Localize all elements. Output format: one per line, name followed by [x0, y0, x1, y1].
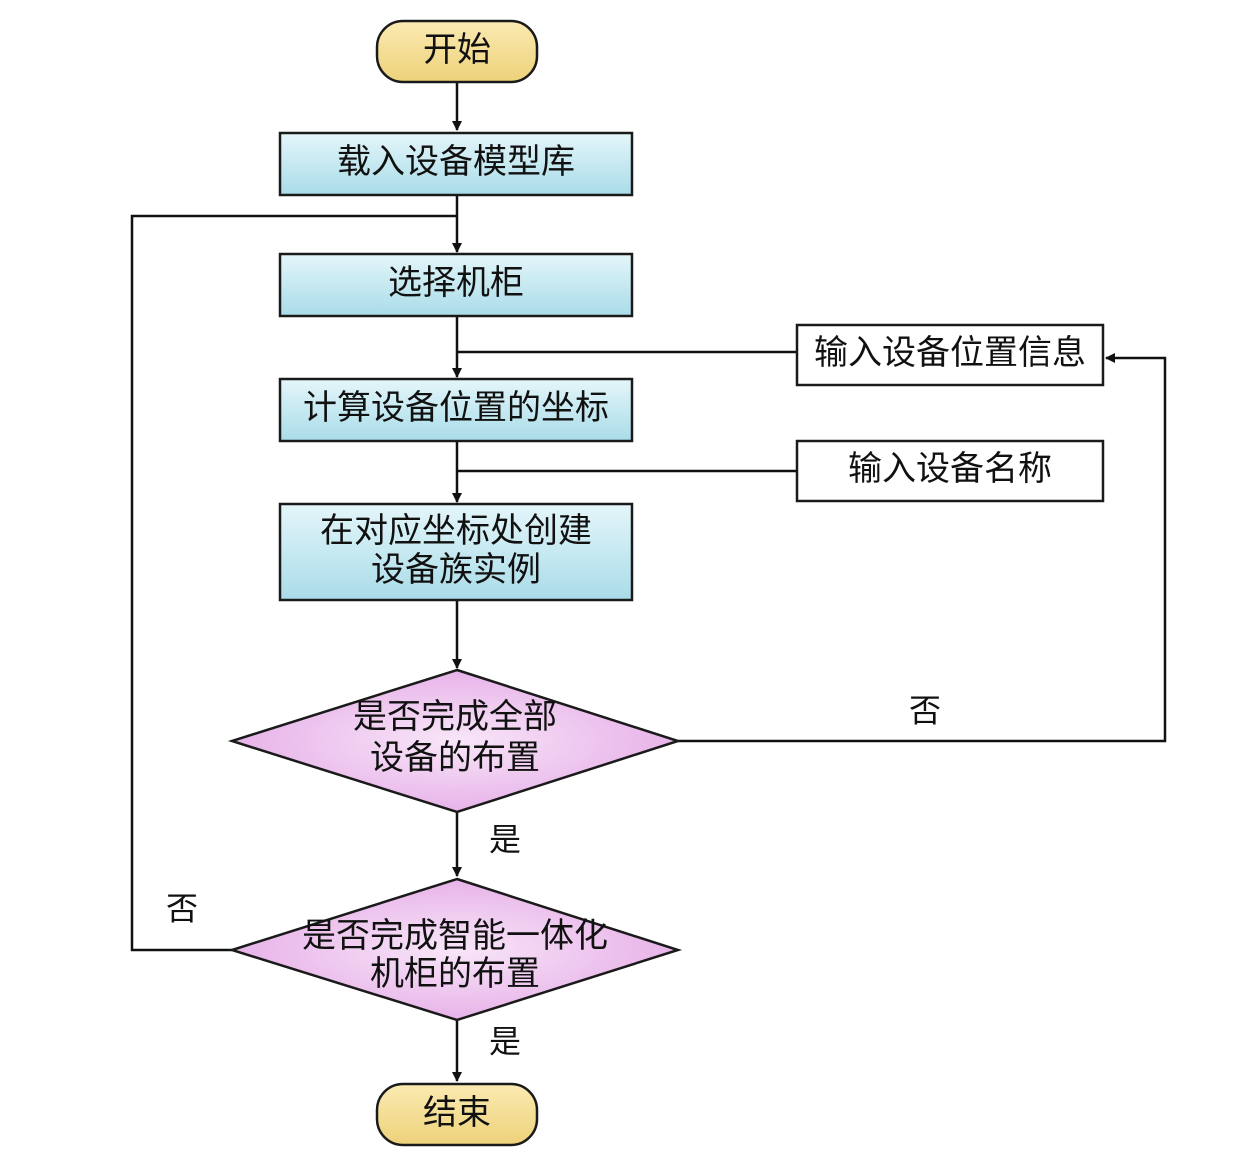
- decision-all-devices: 是否完成全部 设备的布置: [227, 668, 683, 814]
- process-select-cabinet: 选择机柜: [278, 252, 634, 318]
- create-instance-label-line2: 设备族实例: [371, 550, 541, 590]
- decision-devices-label-line1: 是否完成全部: [353, 697, 557, 737]
- edge-label-devices-yes: 是: [489, 821, 521, 859]
- decision-devices-label-line2: 设备的布置: [370, 738, 540, 778]
- load-library-label: 载入设备模型库: [337, 142, 575, 182]
- edge-label-devices-no: 否: [909, 692, 941, 730]
- process-load-library: 载入设备模型库: [278, 131, 634, 197]
- create-instance-label-line1: 在对应坐标处创建: [320, 511, 592, 551]
- edge-label-cabinet-no: 否: [166, 890, 198, 928]
- decision-cabinet-label-line1: 是否完成智能一体化: [302, 916, 608, 956]
- input-name-box: 输入设备名称: [795, 439, 1105, 503]
- input-position-label: 输入设备位置信息: [814, 333, 1086, 373]
- start-label: 开始: [423, 30, 491, 70]
- line-decision2-no-loop: [130, 214, 457, 952]
- decision-cabinet-label-line2: 机柜的布置: [370, 954, 540, 994]
- process-create-instance: 在对应坐标处创建 设备族实例: [278, 502, 634, 602]
- decision-cabinet: 是否完成智能一体化 机柜的布置: [227, 877, 683, 1022]
- input-position-box: 输入设备位置信息: [795, 323, 1105, 387]
- end-label: 结束: [423, 1093, 491, 1133]
- connectors: [130, 82, 1167, 1082]
- input-name-label: 输入设备名称: [848, 449, 1052, 489]
- start-terminal: 开始: [375, 19, 539, 84]
- edge-label-cabinet-yes: 是: [489, 1023, 521, 1061]
- process-calc-coords: 计算设备位置的坐标: [278, 377, 634, 443]
- select-cabinet-label: 选择机柜: [388, 263, 524, 303]
- end-terminal: 结束: [375, 1082, 539, 1147]
- arrow-decision1-no-loop: [678, 353, 1167, 743]
- calc-coords-label: 计算设备位置的坐标: [303, 388, 609, 428]
